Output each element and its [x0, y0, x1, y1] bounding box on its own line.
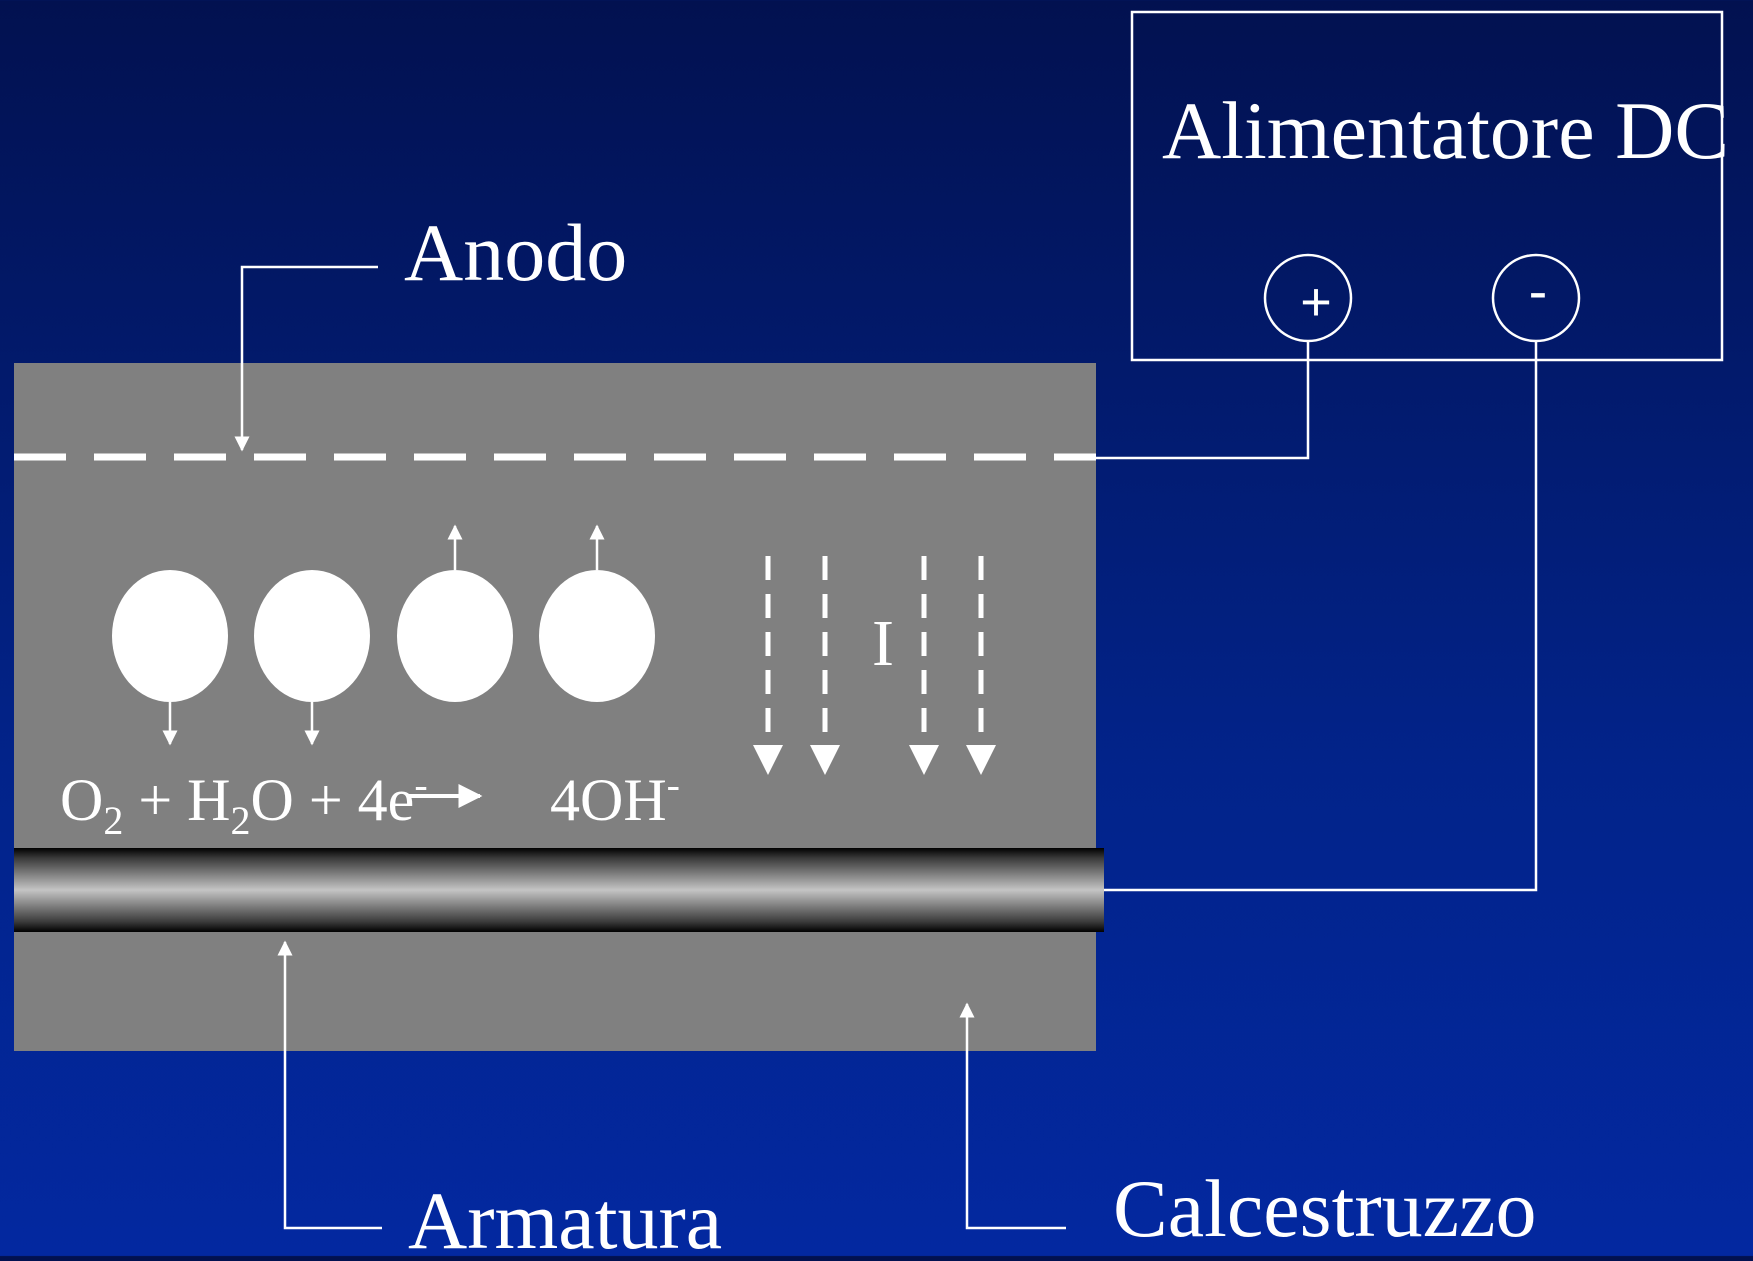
negative-terminal-label: - — [1529, 259, 1548, 322]
reaction-equation: O2 + H2O + 4e- — [60, 762, 428, 843]
power-supply-label: Alimentatore DC — [1162, 85, 1729, 176]
current-label: I — [872, 607, 894, 680]
positive-wire — [1096, 341, 1310, 460]
concrete-label: Calcestruzzo — [1113, 1163, 1536, 1254]
anode-callout-line — [234, 265, 378, 452]
bubble — [539, 570, 655, 702]
concrete-callout-line — [959, 1002, 1066, 1230]
reaction-product: 4OH- — [550, 762, 680, 833]
power-supply-box — [1130, 10, 1724, 362]
anode-label: Anodo — [404, 207, 627, 298]
negative-wire — [1104, 341, 1538, 892]
bubble — [112, 570, 228, 702]
reinforcement-label: Armatura — [408, 1175, 722, 1256]
rebar — [14, 848, 1104, 932]
concrete-block — [14, 363, 1096, 1051]
bubble — [397, 570, 513, 702]
positive-terminal-label: + — [1300, 272, 1332, 332]
reinforcement-callout-line — [277, 940, 382, 1230]
bubble — [254, 570, 370, 702]
